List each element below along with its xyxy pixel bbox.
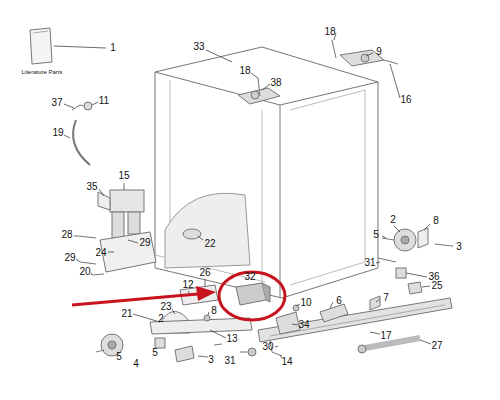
callout-number: 38 xyxy=(269,77,282,89)
callout-number: 20 xyxy=(78,266,91,278)
callout-number: 37 xyxy=(50,97,63,109)
callout-number: 8 xyxy=(210,305,218,317)
callout-number: 24 xyxy=(94,247,107,259)
callout-number: 23 xyxy=(159,301,172,313)
callout-number: 3 xyxy=(207,354,215,366)
callout-number: 22 xyxy=(203,238,216,250)
callout-number: 8 xyxy=(432,215,440,227)
callout-number: 9 xyxy=(375,46,383,58)
callout-number: 15 xyxy=(117,170,130,182)
callout-number: 7 xyxy=(382,292,390,304)
callout-number: 29 xyxy=(138,237,151,249)
callout-number: 32 xyxy=(243,271,256,283)
callout-number: 2 xyxy=(389,214,397,226)
callout-number: 13 xyxy=(225,333,238,345)
callout-number: 31 xyxy=(223,355,236,367)
callout-number: 5 xyxy=(115,351,123,363)
callout-number: 35 xyxy=(85,181,98,193)
callout-number: 31 xyxy=(363,257,376,269)
callout-number: 4 xyxy=(132,358,140,370)
callout-number: 14 xyxy=(280,356,293,368)
callout-number: 5 xyxy=(151,347,159,359)
callout-number: 29 xyxy=(63,252,76,264)
callout-number: 18 xyxy=(238,65,251,77)
callout-number: 25 xyxy=(430,280,443,292)
callout-number: 6 xyxy=(335,295,343,307)
callout-number: 16 xyxy=(399,94,412,106)
callout-number: 11 xyxy=(98,95,110,107)
callout-number: 34 xyxy=(297,319,310,331)
callout-number: 1 xyxy=(109,42,117,54)
callout-number: 33 xyxy=(192,41,205,53)
callout-number: 19 xyxy=(51,127,64,139)
callout-number: 5 xyxy=(372,229,380,241)
callout-number: 27 xyxy=(430,340,443,352)
callout-number: 26 xyxy=(198,267,211,279)
part-caption: Literature Parts xyxy=(20,68,63,76)
callout-number: 10 xyxy=(299,297,312,309)
callout-number: 3 xyxy=(455,241,463,253)
callout-number: 28 xyxy=(60,229,73,241)
callout-number: 2 xyxy=(157,313,165,325)
callout-number: 30 xyxy=(261,341,274,353)
callout-number: 17 xyxy=(379,330,392,342)
callout-number: 18 xyxy=(323,26,336,38)
callout-number: 21 xyxy=(120,308,133,320)
callout-number: 12 xyxy=(181,279,194,291)
